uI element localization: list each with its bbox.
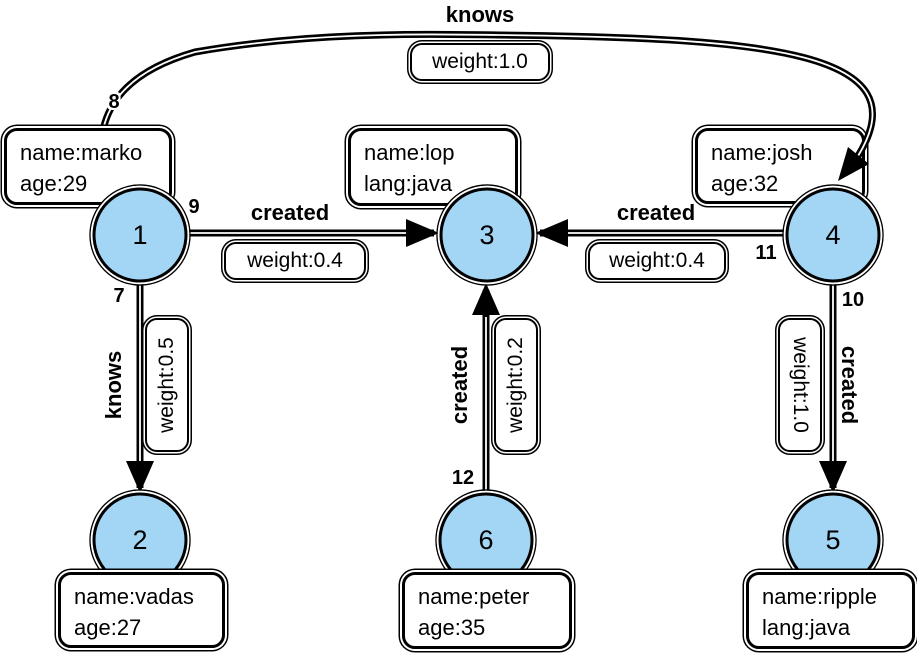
edge-11-weight-box: weight:0.4 [588, 242, 726, 280]
edge-8-id: 8 [108, 90, 120, 113]
edge-7-label: knows [101, 350, 126, 420]
edge-10-id: 10 [841, 288, 865, 311]
edge-8-weight-box: weight:1.0 [410, 43, 550, 81]
vertex-1-prop-name: name:marko [20, 140, 143, 165]
edge-11-id: 11 [755, 241, 777, 264]
edge-12-label: created [447, 345, 472, 425]
vertex-6-prop-age: age:35 [418, 615, 486, 640]
vertex-5-prop-name: name:ripple [762, 584, 877, 609]
vertex-2-prop-name: name:vadas [74, 584, 194, 609]
vertex-1-prop-age: age:29 [20, 171, 88, 196]
vertex-2-label: 2 [132, 524, 148, 555]
edge-10-weight-box: weight:1.0 [778, 318, 822, 452]
edge-12-weight-box: weight:0.2 [494, 318, 538, 452]
vertex-1-properties-box: name:marko age:29 [4, 128, 172, 205]
edge-8-label: knows [445, 2, 515, 27]
vertex-4-prop-age: age:32 [711, 171, 779, 196]
edge-knows-8-path-right [499, 31, 876, 158]
vertex-6-prop-name: name:peter [418, 584, 530, 609]
edge-12-id: 12 [451, 466, 475, 489]
edge-9-id: 9 [188, 195, 200, 218]
vertex-3-prop-name: name:lop [364, 140, 455, 165]
vertex-5-prop-lang: lang:java [762, 615, 851, 640]
edge-9-weight-box: weight:0.4 [224, 242, 366, 280]
edge-7-weight-box: weight:0.5 [145, 318, 189, 452]
edge-11-label: created [616, 200, 696, 225]
edge-7-id: 7 [113, 284, 125, 307]
vertex-5-properties-box: name:ripple lang:java [746, 572, 915, 649]
edge-9-label: created [250, 200, 330, 225]
vertex-6-properties-box: name:peter age:35 [402, 572, 572, 649]
vertex-6-label: 6 [478, 524, 494, 555]
vertex-1-label: 1 [132, 219, 148, 250]
vertex-2-prop-age: age:27 [74, 615, 142, 640]
vertex-3-label: 3 [479, 219, 495, 250]
vertex-4-label: 4 [825, 219, 841, 250]
vertex-2-properties-box: name:vadas age:27 [58, 572, 225, 648]
vertex-5-label: 5 [825, 524, 841, 555]
edge-10-label: created [837, 345, 862, 425]
